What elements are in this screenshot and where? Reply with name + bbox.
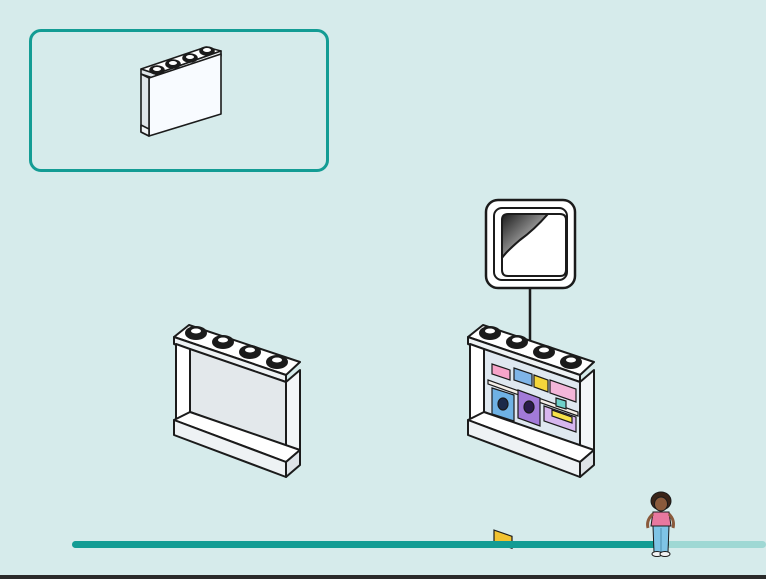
sticker-sheet-icon [486, 200, 575, 288]
part-panel-brick [141, 47, 221, 136]
build-progress-fill [72, 541, 669, 548]
page-bottom-rule [0, 575, 766, 579]
plain-white-panel [174, 325, 300, 477]
minifigure-progress-marker [640, 490, 682, 562]
